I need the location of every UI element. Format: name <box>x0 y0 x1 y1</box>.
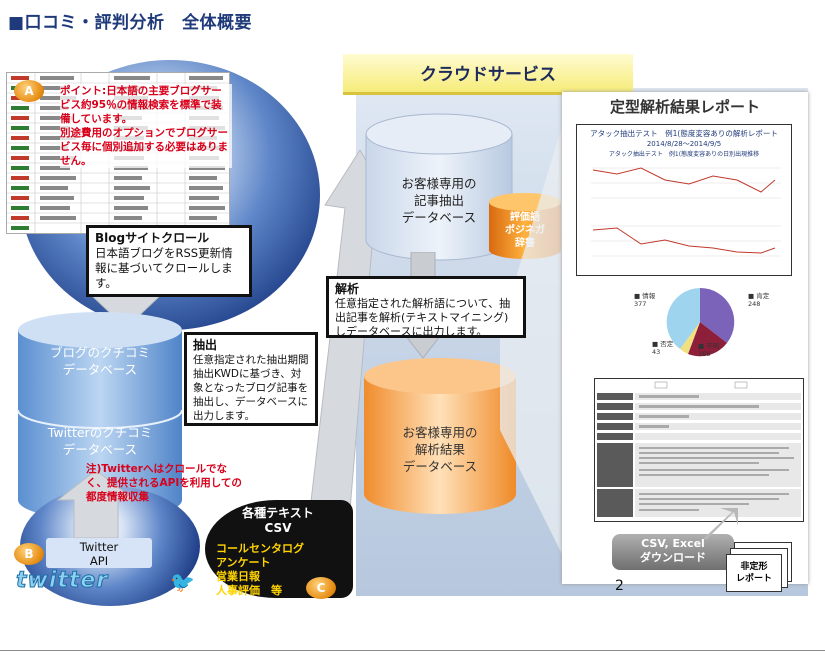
twitter-db-label: Twitterのクチコミ データベース <box>16 424 184 458</box>
twitter-db-line2: データベース <box>62 442 138 457</box>
badge-c: C <box>306 577 336 599</box>
text-csv-item: アンケート <box>216 556 271 569</box>
pie-legend-bottom-left: ■ 否定 43 <box>652 340 673 356</box>
text-csv-item: コールセンタログ <box>216 542 304 555</box>
cloud-title: クラウドサービス <box>420 65 556 85</box>
blog-db-line1: ブログのクチコミ <box>49 345 150 360</box>
pie-value-info: 377 <box>634 300 647 308</box>
text-csv-heading1: 各種テキスト <box>242 506 314 520</box>
pie-legend-bottom-right: ■ 不明 168 <box>698 342 719 358</box>
pie-legend-right: ■ 肯定 248 <box>748 292 769 308</box>
text-csv-item: 営業日報 <box>216 570 260 583</box>
extract-heading: 抽出 <box>193 338 218 352</box>
pie-label-unknown: ■ 不明 <box>698 342 720 350</box>
report-doc-dates: 2014/8/28～2014/9/5 <box>646 140 722 148</box>
adhoc-report-card: 非定形 レポート <box>726 554 782 592</box>
point-note: ポイント:日本語の主要ブログサービス約95％の情報検索を標準で装備しています。 … <box>60 84 232 168</box>
article-db-line2: 記事抽出 <box>413 193 464 208</box>
article-db-line3: データベース <box>401 210 477 225</box>
report-title: 定型解析結果レポート <box>609 98 760 116</box>
result-db-line3: データベース <box>402 459 478 474</box>
blog-crawl-heading: Blogサイトクロール <box>95 231 210 245</box>
blog-db-line2: データベース <box>62 362 138 377</box>
article-db-label: お客様専用の 記事抽出 データベース <box>376 175 502 226</box>
adhoc-line2: レポート <box>735 574 772 584</box>
analysis-heading: 解析 <box>335 282 360 296</box>
result-db-cylinder <box>364 358 516 514</box>
text-csv-heading: 各種テキスト CSV <box>214 506 342 536</box>
result-db-line2: 解析結果 <box>414 442 465 457</box>
twitter-api-box: Twitter API <box>46 538 152 568</box>
report-article-table <box>597 381 801 517</box>
csv-download-button: CSV, Excel ダウンロード <box>612 534 734 570</box>
text-csv-item: 人事評価 等 <box>216 584 282 597</box>
report-page-charts: アタック抽出テスト 例1(態度変容ありの解析レポート 2014/8/28～201… <box>576 124 792 276</box>
report-beam <box>500 100 570 570</box>
dict-line2: ポジネガ <box>505 225 545 236</box>
twitter-bird-icon: 🐦 <box>170 570 195 594</box>
badge-b: B <box>14 543 44 565</box>
twitter-db-line1: Twitterのクチコミ <box>47 425 153 440</box>
footer-divider <box>0 650 825 651</box>
extract-body: 任意指定された抽出期間抽出KWDに基づき、対象となったブログ記事を抽出し、データ… <box>193 354 309 422</box>
report-chart-caption: アタック抽出テスト 例1(態度変容ありの日別出現推移 <box>608 151 760 158</box>
report-line-charts <box>591 167 781 257</box>
csv-download-line1: CSV, Excel <box>641 537 705 550</box>
twitter-api-line2: API <box>89 554 109 568</box>
blog-crawl-body: 日本語ブログをRSS更新情報に基づいてクロールします。 <box>95 246 233 290</box>
pie-value-positive: 248 <box>748 300 761 308</box>
pie-legend-left: ■ 情報 377 <box>634 292 655 308</box>
badge-a: A <box>14 80 44 102</box>
report-pie-chart <box>666 287 735 357</box>
blog-twitter-db-cylinder <box>17 312 183 520</box>
download-arrow <box>704 508 738 540</box>
dictionary-label: 評価語 ポジネガ 辞書 <box>487 211 563 250</box>
text-csv-items: コールセンタログ アンケート 営業日報 人事評価 等 <box>216 542 304 598</box>
adhoc-line1: 非定形 <box>740 562 768 572</box>
report-page-table <box>594 378 804 522</box>
page-number: 2 <box>615 578 624 594</box>
analysis-body: 任意指定された解析語について、抽出記事を解析(テキストマイニング)しデータベース… <box>335 297 511 338</box>
result-db-line1: お客様専用の <box>402 425 478 440</box>
blog-crawl-box: Blogサイトクロール 日本語ブログをRSS更新情報に基づいてクロールします。 <box>86 225 252 297</box>
analysis-box: 解析 任意指定された解析語について、抽出記事を解析(テキストマイニング)しデータ… <box>326 276 526 338</box>
twitter-api-line1: Twitter <box>79 540 119 554</box>
dict-line1: 評価語 <box>510 212 540 223</box>
report-doc-title: アタック抽出テスト 例1(態度変容ありの解析レポート <box>590 129 778 138</box>
csv-download-line2: ダウンロード <box>640 551 706 564</box>
blog-db-label: ブログのクチコミ データベース <box>16 344 184 378</box>
page-title: ■口コミ・評判分析 全体概要 <box>8 13 253 33</box>
pie-value-unknown: 168 <box>698 350 711 358</box>
extract-box: 抽出 任意指定された抽出期間抽出KWDに基づき、対象となったブログ記事を抽出し、… <box>184 332 318 426</box>
dict-line3: 辞書 <box>515 238 535 249</box>
article-db-line1: お客様専用の <box>401 176 477 191</box>
pie-label-negative: ■ 否定 <box>652 340 674 348</box>
twitter-logo: twitter <box>15 568 109 594</box>
twitter-note: 注)Twitterへはクロールでなく、提供されるAPIを利用しての都度情報収集 <box>86 463 242 503</box>
text-csv-heading2: CSV <box>264 521 292 535</box>
pie-label-info: ■ 情報 <box>634 292 656 300</box>
pie-label-positive: ■ 肯定 <box>748 292 770 300</box>
pie-value-negative: 43 <box>652 348 661 356</box>
article-db-cylinder <box>365 113 513 261</box>
cloud-title-bar <box>343 54 633 95</box>
result-db-label: お客様専用の 解析結果 データベース <box>374 424 506 475</box>
